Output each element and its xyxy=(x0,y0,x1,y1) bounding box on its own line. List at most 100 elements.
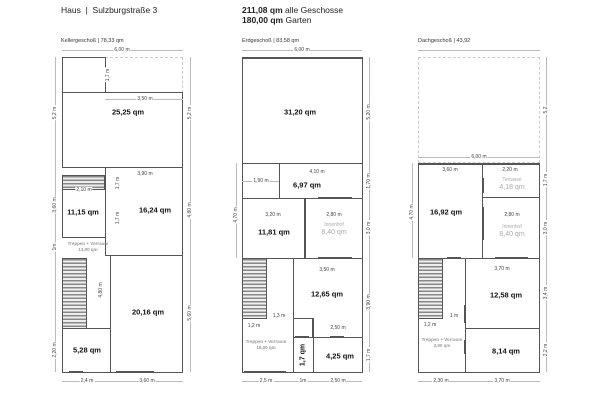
dim: 1m xyxy=(298,378,308,384)
room-area: 1,7 qm xyxy=(299,343,307,367)
room-area: 8,14 qm xyxy=(492,346,520,356)
dim: 3,0 m xyxy=(366,220,372,236)
floor-area: | 43,92 xyxy=(453,38,471,44)
dim: 2,20 m xyxy=(501,167,519,173)
area: 15,00 qm xyxy=(256,345,276,350)
dim: 2,20 m xyxy=(52,341,58,359)
area: 4,18 qm xyxy=(499,184,525,191)
room-area: 4,25 qm xyxy=(326,351,354,361)
dim: 2,4 m xyxy=(79,378,95,384)
dim: 1,2 m xyxy=(246,323,262,329)
garden-area-value: 180,00 qm xyxy=(242,15,284,25)
house-label: Haus xyxy=(61,5,81,15)
dim: 3,70 m xyxy=(493,378,511,384)
stairs xyxy=(418,258,443,319)
dim: 1,90 m xyxy=(252,178,270,184)
dim-width: 6,00 m xyxy=(470,154,488,160)
stairs xyxy=(62,258,87,329)
dim: 3,50 m xyxy=(136,96,154,102)
garden-area: 180,00 qm Garten xyxy=(242,15,312,25)
dim: 1,7 m xyxy=(115,210,121,226)
area: 8,40 qm xyxy=(499,231,525,238)
dim: 4,70 m xyxy=(233,206,239,224)
separator: | xyxy=(85,5,88,15)
dim: 5,20 m xyxy=(366,103,372,121)
floor-area: | 78,33 qm xyxy=(97,38,124,44)
dim: 3,90 m xyxy=(136,171,154,177)
room-area: 31,20 qm xyxy=(283,107,317,117)
dim: 2,50 m xyxy=(329,378,347,384)
room-area: 20,16 qm xyxy=(131,307,165,317)
dim: 5,2 m xyxy=(187,105,193,121)
room-area: 11,15 qm xyxy=(67,207,99,217)
dim: 3,60 m xyxy=(441,167,459,173)
dim: 1,7 m xyxy=(105,67,111,83)
dim: 4,80 m xyxy=(187,201,193,219)
floor-title-basement: Kellergeschoß | 78,33 qm xyxy=(61,38,124,44)
dim: 3,4 m xyxy=(543,285,549,301)
room-area: 16,92 qm xyxy=(429,207,463,217)
floor-title-attic: Dachgeschoß | 43,92 xyxy=(418,38,470,44)
dim: 1,7 m xyxy=(115,175,121,191)
house-title: Haus | Sulzburgstraße 3 xyxy=(61,5,157,15)
dim: 3,90 m xyxy=(366,293,372,311)
dim: 5,60 m xyxy=(187,304,193,322)
room-area: 25,25 qm xyxy=(111,107,145,117)
dim: 2,2 m xyxy=(543,342,549,358)
label: Treppen + Vorraum xyxy=(245,339,287,344)
room-area: 12,58 qm xyxy=(489,290,523,300)
dim: 3,70 m xyxy=(493,266,511,272)
floor-name: Dachgeschoß xyxy=(418,38,452,44)
total-area-value: 211,08 qm xyxy=(242,5,283,15)
dim: 1,7 m xyxy=(543,172,549,188)
label: Innenhof xyxy=(502,224,522,230)
address: Sulzburgstraße 3 xyxy=(92,5,158,15)
room-16 xyxy=(418,163,483,259)
dim-width: 6,00 m xyxy=(113,47,131,53)
area: 8,40 qm xyxy=(321,229,347,236)
dim: 5,2 m xyxy=(52,105,58,121)
label: Terrasse xyxy=(502,177,522,183)
dim: 4,70 m xyxy=(409,203,415,221)
dim: 2,50 m xyxy=(329,325,347,331)
floor-name: Kellergeschoß xyxy=(61,38,97,44)
room-5 xyxy=(62,328,111,373)
dim: 2,80 m xyxy=(325,212,343,218)
floor-name: Erdgeschoß xyxy=(242,38,272,44)
dim: 1,2 m xyxy=(422,322,438,328)
dim: 4,80 m xyxy=(98,281,104,299)
dim: 2,80 m xyxy=(503,212,521,218)
dim: 1,7 m xyxy=(366,347,372,363)
room-area: 6,97 qm xyxy=(293,180,321,190)
room-area: 11,81 qm xyxy=(258,227,290,237)
room-31 xyxy=(242,57,363,164)
dim: 2,5 m xyxy=(258,378,274,384)
total-area: 211,08 qm alle Geschosse xyxy=(242,5,343,15)
dim: 3,60 m xyxy=(52,196,58,214)
room-11 xyxy=(242,198,306,259)
dim: 5,2 xyxy=(543,105,549,115)
room-4 xyxy=(313,337,363,373)
area: 3,90 qm xyxy=(433,343,451,348)
dim: 3,0 m xyxy=(543,220,549,236)
dim-width: 6,00 m xyxy=(293,47,311,53)
dim: 3,50 m xyxy=(318,267,336,273)
dim: 1,70 m xyxy=(366,172,372,190)
floor-title-ground: Erdgeschoß | 83,58 qm xyxy=(242,38,299,44)
area: 13,00 qm xyxy=(78,247,98,252)
floor-area: | 83,58 qm xyxy=(273,38,300,44)
dim: 1,3 m xyxy=(271,313,287,319)
room-area: 12,65 qm xyxy=(310,289,344,299)
room-area: 16,24 qm xyxy=(138,205,172,215)
room-area: 5,28 qm xyxy=(73,345,101,355)
garden-area-label: Garten xyxy=(285,15,312,25)
total-area-label: alle Geschosse xyxy=(285,5,344,15)
dim: 1 m xyxy=(448,313,460,319)
dim: 2,30 m xyxy=(432,378,450,384)
